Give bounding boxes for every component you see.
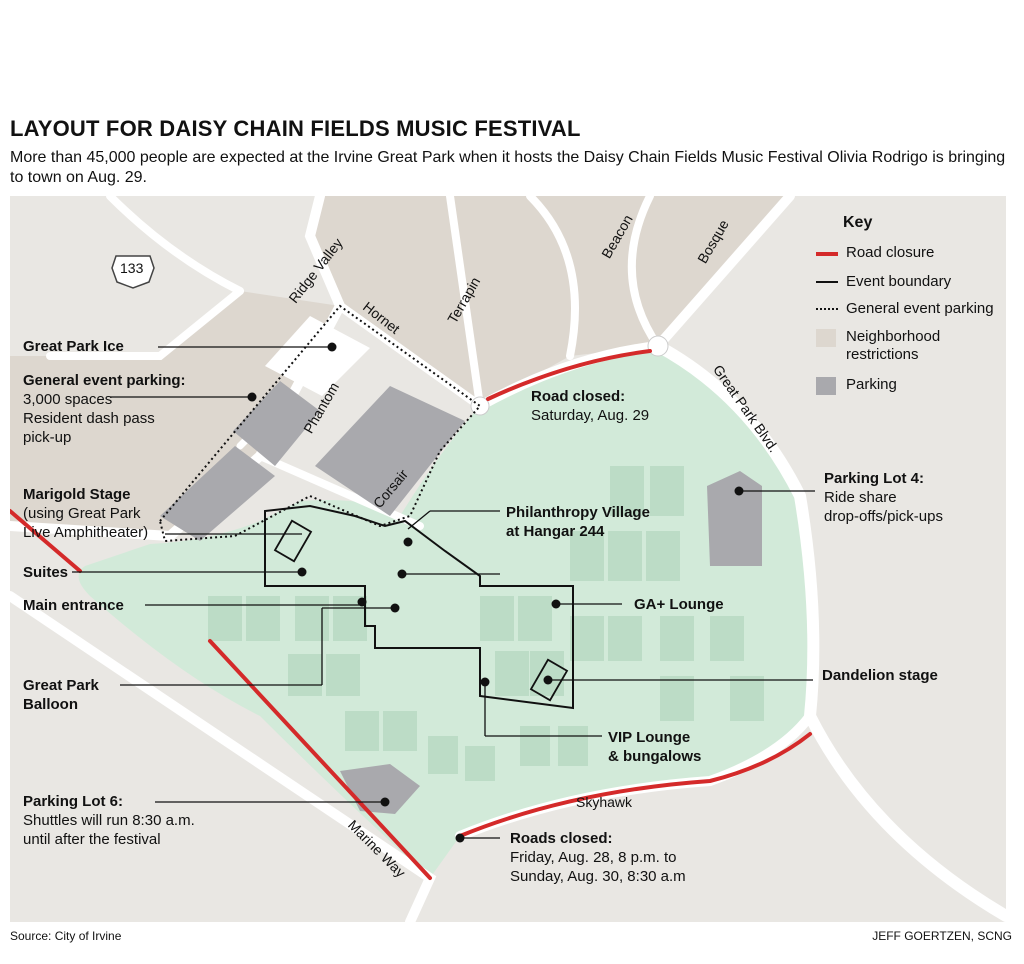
gray-box-swatch bbox=[816, 377, 836, 395]
park-fields bbox=[208, 466, 764, 781]
balloon-title: Great Park bbox=[23, 677, 99, 694]
key-item-neighborhood: Neighborhood restrictions bbox=[816, 328, 956, 364]
road-closed-sat-title: Road closed: bbox=[531, 388, 626, 405]
leader-lines bbox=[72, 346, 815, 839]
callout-suites: Suites bbox=[23, 563, 68, 582]
callout-roads-closed: Roads closed: Friday, Aug. 28, 8 p.m. to… bbox=[510, 829, 686, 886]
great-park-ice-title: Great Park Ice bbox=[23, 338, 124, 355]
dandelion-title: Dandelion stage bbox=[822, 667, 938, 684]
dotted-line-swatch bbox=[816, 308, 838, 310]
marigold-line: Live Amphitheater) bbox=[23, 524, 149, 541]
callout-road-closed-saturday: Road closed: Saturday, Aug. 29 bbox=[531, 387, 649, 425]
street-skyhawk: Skyhawk bbox=[576, 794, 633, 810]
key-title: Key bbox=[843, 214, 873, 231]
great-park-ice-building bbox=[265, 316, 370, 396]
callout-general-parking: General event parking: 3,000 spaces Resi… bbox=[23, 371, 186, 447]
key-label: General event parking bbox=[846, 300, 994, 317]
philanthropy-title: Philanthropy Village bbox=[506, 504, 650, 521]
event-boundary bbox=[264, 504, 574, 710]
general-parking-line: Resident dash pass bbox=[23, 410, 155, 427]
main-entrance-title: Main entrance bbox=[23, 597, 124, 614]
parking-areas bbox=[160, 381, 762, 814]
key-item-general-parking: General event parking bbox=[816, 300, 994, 318]
beige-box-swatch bbox=[816, 329, 836, 347]
lot4-title: Parking Lot 4: bbox=[824, 470, 925, 487]
dandelion-stage-outline bbox=[529, 658, 569, 702]
callout-ga-plus-lounge: GA+ Lounge bbox=[634, 595, 724, 614]
general-parking-title: General event parking: bbox=[23, 372, 186, 389]
red-line-swatch bbox=[816, 252, 838, 256]
road-closures bbox=[10, 349, 812, 880]
callout-dandelion-stage: Dandelion stage bbox=[822, 666, 938, 685]
key-label: Event boundary bbox=[846, 273, 952, 290]
callout-parking-lot-6: Parking Lot 6: Shuttles will run 8:30 a.… bbox=[23, 792, 195, 849]
callout-philanthropy-village: Philanthropy Village at Hangar 244 bbox=[506, 503, 650, 541]
roads-closed-line: Sunday, Aug. 30, 8:30 a.m bbox=[510, 868, 686, 885]
general-parking-line: pick-up bbox=[23, 429, 72, 446]
highway-133-shield bbox=[111, 255, 155, 289]
highway-133-label: 133 bbox=[120, 260, 144, 276]
callout-dots bbox=[247, 342, 744, 843]
callout-parking-lot-4: Parking Lot 4: Ride share drop-offs/pick… bbox=[824, 469, 943, 526]
ga-plus-title: GA+ Lounge bbox=[634, 596, 724, 613]
road-closed-sat-line: Saturday, Aug. 29 bbox=[531, 407, 650, 424]
general-parking-line: 3,000 spaces bbox=[23, 391, 113, 408]
roads-closed-line: Friday, Aug. 28, 8 p.m. to bbox=[510, 849, 677, 866]
lot6-title: Parking Lot 6: bbox=[23, 793, 124, 810]
callout-vip-lounge: VIP Lounge & bungalows bbox=[608, 728, 701, 766]
key-item-parking: Parking bbox=[816, 376, 897, 395]
key-label: Parking bbox=[846, 376, 897, 393]
balloon-title2: Balloon bbox=[23, 696, 78, 713]
philanthropy-title2: at Hangar 244 bbox=[506, 523, 605, 540]
roads-closed-title: Roads closed: bbox=[510, 830, 613, 847]
festival-map bbox=[10, 196, 1006, 922]
roundabout-bosque bbox=[647, 335, 669, 357]
key-label: Road closure bbox=[846, 244, 935, 261]
lot4-line: Ride share bbox=[824, 489, 897, 506]
lot4-line: drop-offs/pick-ups bbox=[824, 508, 943, 525]
black-line-swatch bbox=[816, 281, 838, 283]
credit-note: JEFF GOERTZEN, SCNG bbox=[872, 929, 1012, 943]
vip-title2: & bungalows bbox=[608, 748, 702, 765]
page-subtitle: More than 45,000 people are expected at … bbox=[10, 149, 1006, 186]
callout-great-park-ice: Great Park Ice bbox=[23, 337, 124, 356]
map-svg bbox=[10, 196, 1006, 922]
neighborhood-zone-north bbox=[310, 196, 790, 406]
lot6-line: Shuttles will run 8:30 a.m. bbox=[23, 812, 195, 829]
key-item-road-closure: Road closure bbox=[816, 244, 934, 262]
source-note: Source: City of Irvine bbox=[10, 929, 122, 943]
marigold-stage-outline bbox=[273, 519, 313, 563]
page-title: LAYOUT FOR DAISY CHAIN FIELDS MUSIC FEST… bbox=[10, 116, 581, 141]
marigold-title: Marigold Stage bbox=[23, 486, 131, 503]
lot6-line: until after the festival bbox=[23, 831, 161, 848]
callout-marigold-stage: Marigold Stage (using Great Park Live Am… bbox=[23, 485, 148, 542]
callout-great-park-balloon: Great Park Balloon bbox=[23, 676, 99, 714]
neighborhood-zone-west bbox=[10, 291, 340, 536]
callout-main-entrance: Main entrance bbox=[23, 596, 124, 615]
key-label: Neighborhood restrictions bbox=[846, 328, 941, 363]
vip-title: VIP Lounge bbox=[608, 729, 691, 746]
general-parking-boundary bbox=[158, 304, 482, 543]
marigold-line: (using Great Park bbox=[23, 505, 141, 522]
suites-title: Suites bbox=[23, 564, 69, 581]
roundabout-hornet bbox=[470, 396, 490, 416]
key-item-event-boundary: Event boundary bbox=[816, 273, 951, 291]
